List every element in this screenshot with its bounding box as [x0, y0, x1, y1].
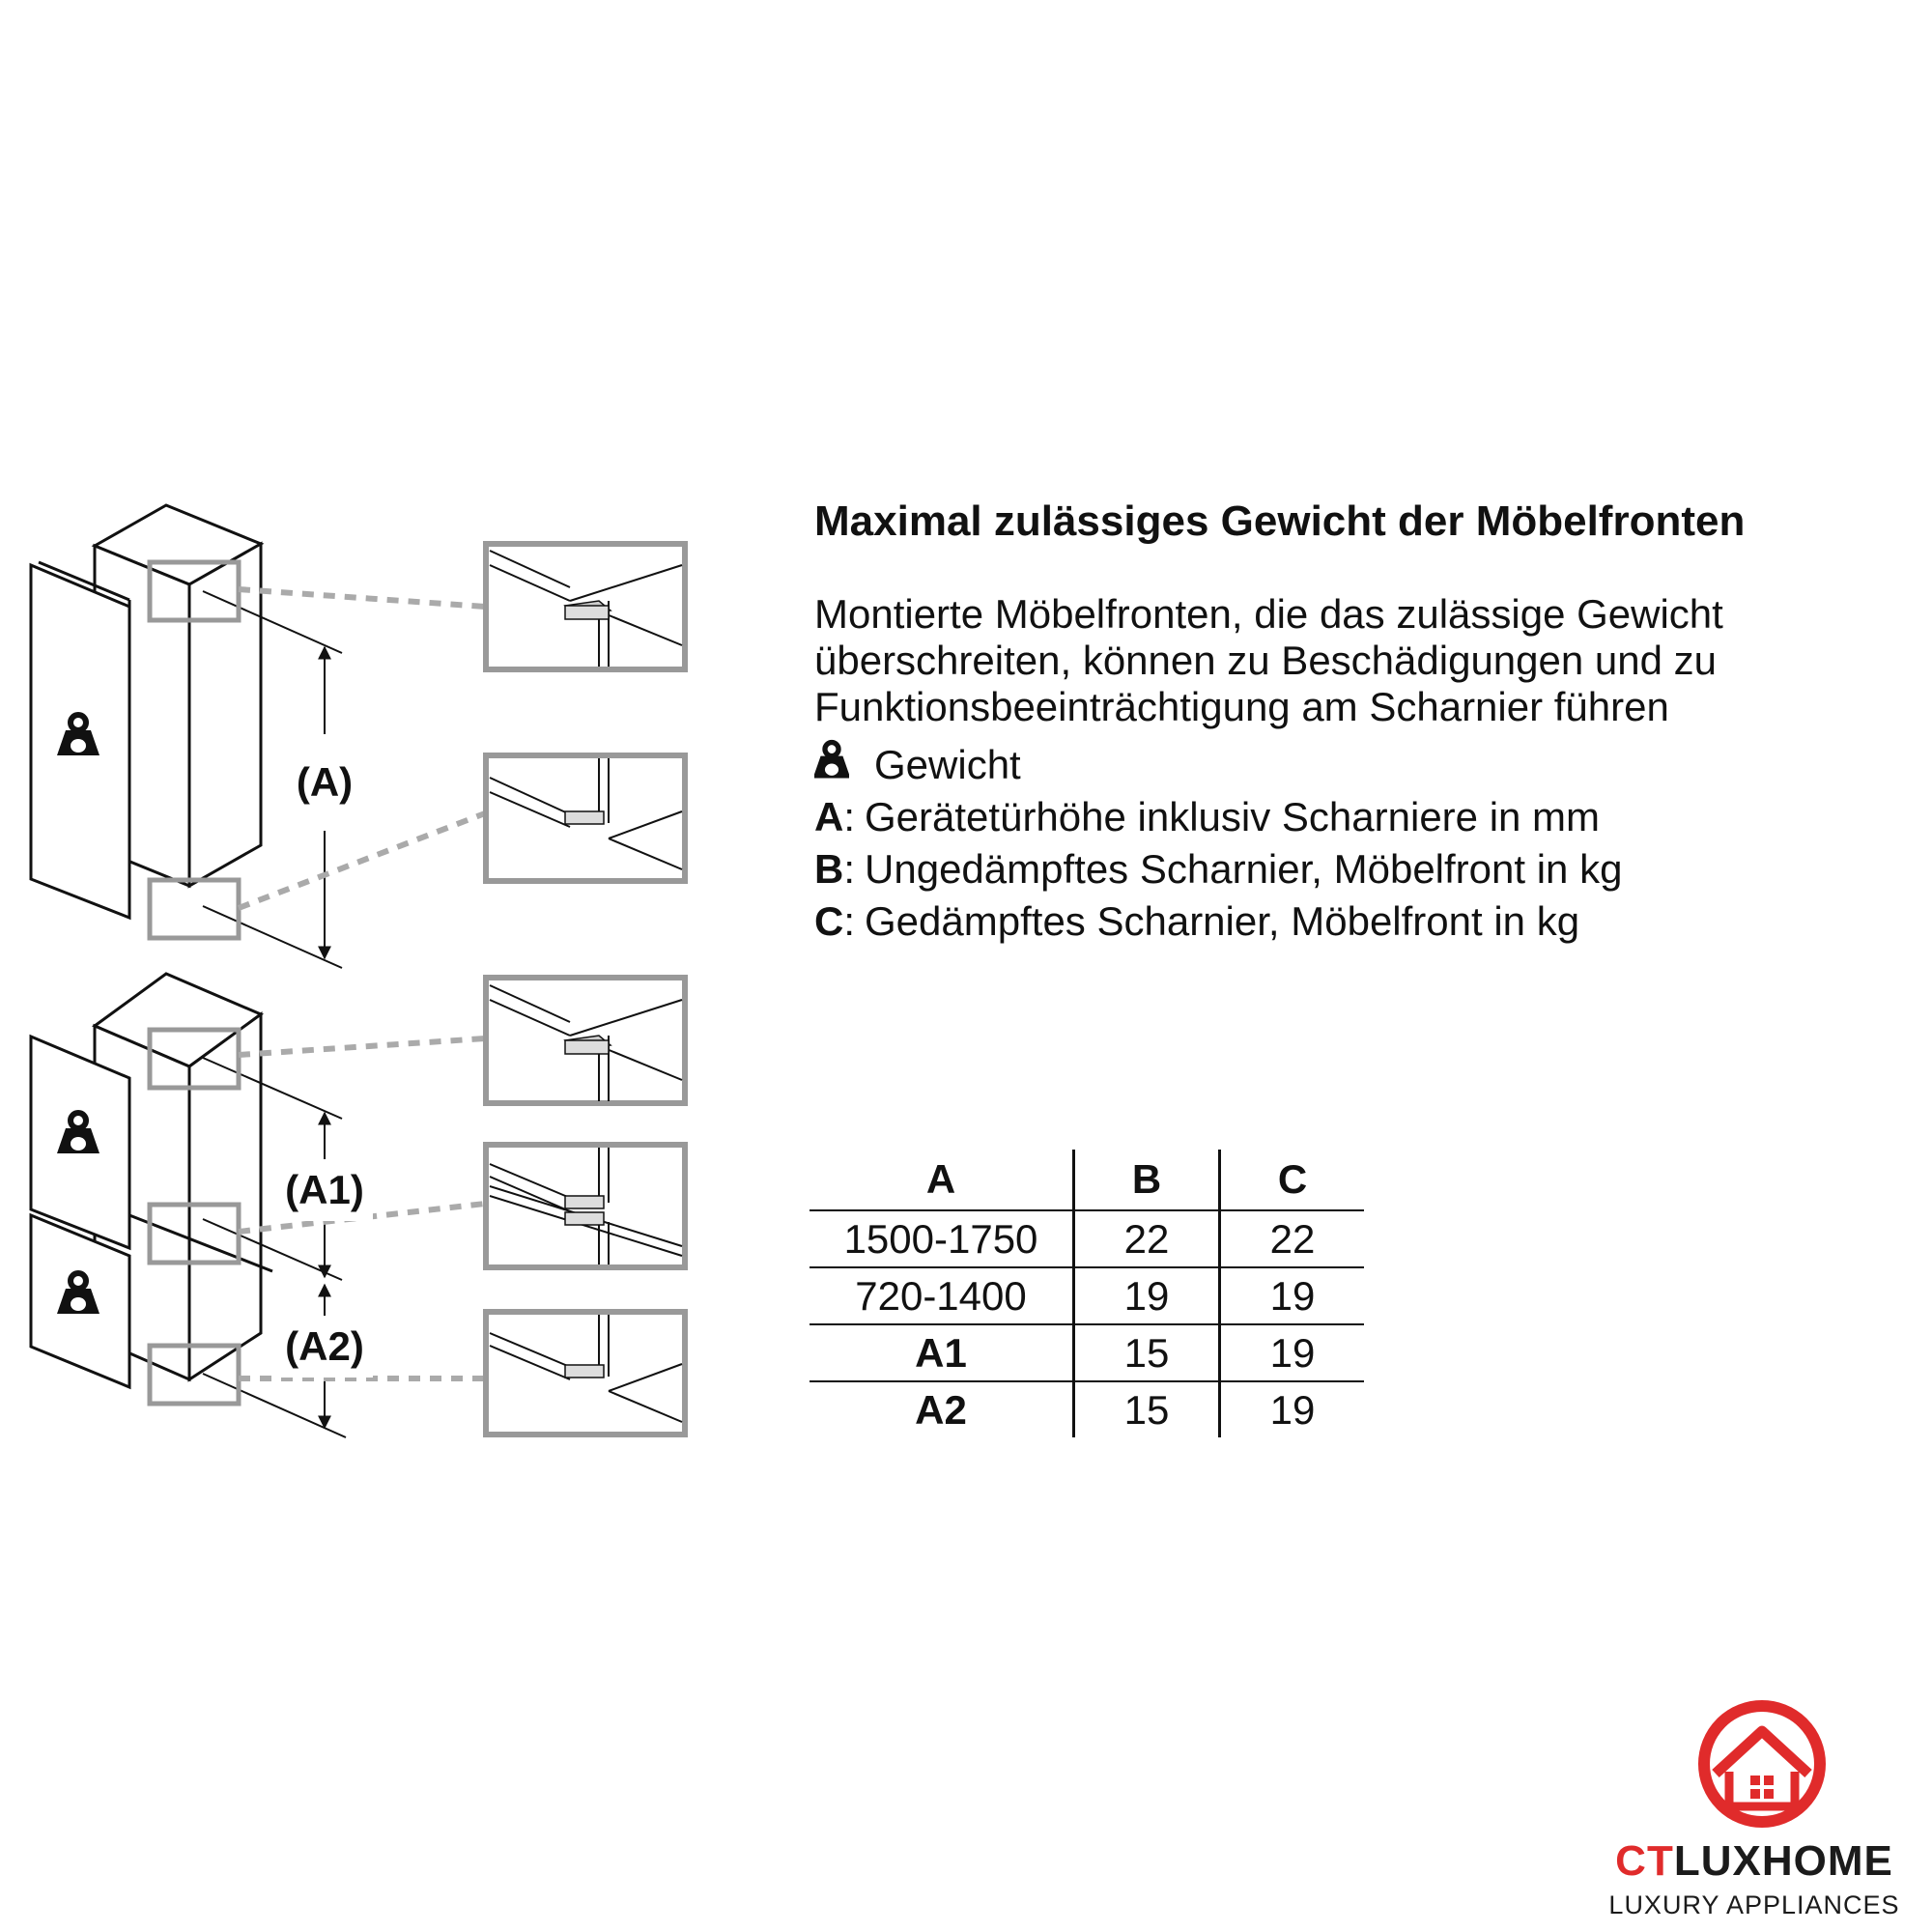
hinge-detail-bottom — [483, 753, 688, 884]
legend-item-weight: Gewicht — [814, 739, 1622, 791]
table-cell: 15 — [1072, 1381, 1220, 1437]
table-cell: 720-1400 — [810, 1267, 1074, 1325]
table-cell: 19 — [1072, 1267, 1220, 1325]
table-row: 720-1400 19 19 — [810, 1267, 1364, 1325]
table-cell: 1500-1750 — [810, 1210, 1074, 1268]
table-cell: 19 — [1218, 1267, 1364, 1325]
logo-brand-rest: LUXHOME — [1673, 1837, 1893, 1885]
house-logo-icon — [1698, 1700, 1826, 1828]
logo-brand-ct: CT — [1615, 1837, 1674, 1885]
callout-connectors — [237, 586, 487, 1381]
hinge-location-markers — [147, 559, 242, 1406]
table-header-a: A — [810, 1150, 1074, 1211]
legend-item-a: A: Gerätetürhöhe inklusiv Scharniere in … — [814, 794, 1601, 839]
legend-key: A — [814, 794, 844, 839]
table-cell: 22 — [1218, 1210, 1364, 1268]
logo-tagline: LUXURY APPLIANCES — [1608, 1890, 1900, 1919]
brand-logo: CTLUXHOME LUXURY APPLIANCES — [1584, 1692, 1924, 1924]
dimension-label-a1: (A1) — [285, 1167, 364, 1212]
warning-description: Montierte Möbelfronten, die das zulässig… — [814, 591, 1723, 729]
appliance-single-door — [29, 503, 265, 921]
table-cell: 22 — [1072, 1210, 1220, 1268]
dimension-a — [202, 590, 343, 969]
legend: Gewicht A: Gerätetürhöhe inklusiv Scharn… — [814, 739, 1622, 948]
dimension-label-a2: (A2) — [285, 1323, 364, 1369]
table-cell: A1 — [810, 1324, 1074, 1382]
hinge-detail-callouts — [483, 541, 688, 1437]
hinge-detail-bottom-2 — [483, 1309, 688, 1437]
dimension-a1-a2 — [202, 1057, 347, 1438]
hinge-installation-diagram: (A) (A1) (A2) — [29, 503, 688, 1438]
table-row: A2 15 19 — [810, 1381, 1364, 1437]
legend-key: B — [814, 846, 844, 892]
table-cell: A2 — [915, 1386, 967, 1433]
logo-brand-name: CTLUXHOME — [1584, 1837, 1924, 1886]
table-cell: 19 — [1218, 1324, 1364, 1382]
legend-text: Gerätetürhöhe inklusiv Scharniere in mm — [865, 794, 1601, 839]
table-header-c: C — [1218, 1150, 1364, 1211]
page-title: Maximal zulässiges Gewicht der Möbelfron… — [814, 497, 1746, 545]
legend-key: C — [814, 898, 844, 944]
hinge-detail-top-2 — [483, 975, 688, 1106]
table-cell: 15 — [1072, 1324, 1220, 1382]
legend-text: Gedämpftes Scharnier, Möbelfront in kg — [865, 898, 1580, 944]
dimension-label-a: (A) — [297, 759, 353, 805]
legend-item-b: B: Ungedämpftes Scharnier, Möbelfront in… — [814, 846, 1623, 892]
table-row: 1500-1750 22 22 — [810, 1210, 1364, 1268]
table-cell: 19 — [1218, 1381, 1364, 1437]
table-row: A1 15 19 — [810, 1324, 1364, 1382]
weight-table: A B C 1500-1750 22 22 720-1400 19 19 A1 … — [810, 1150, 1364, 1437]
hinge-detail-top — [483, 541, 688, 672]
table-header-row: A B C — [810, 1150, 1364, 1211]
weight-icon — [814, 739, 874, 791]
hinge-detail-middle — [483, 1142, 688, 1270]
table-header-b: B — [1072, 1150, 1220, 1211]
legend-text: Gewicht — [874, 742, 1021, 787]
legend-text: Ungedämpftes Scharnier, Möbelfront in kg — [865, 846, 1623, 892]
legend-item-c: C: Gedämpftes Scharnier, Möbelfront in k… — [814, 898, 1580, 944]
